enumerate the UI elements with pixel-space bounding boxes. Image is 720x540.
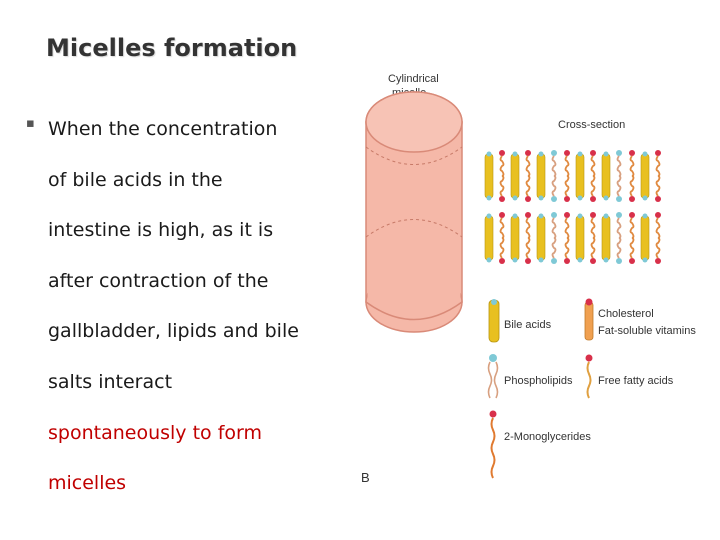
legend-free-fatty-acid-icon bbox=[585, 354, 593, 399]
bullet-icon: ▪ bbox=[26, 116, 35, 131]
legend-cholesterol: Cholesterol bbox=[598, 308, 654, 320]
cylinder-label-line1: Cylindrical bbox=[388, 73, 439, 85]
bilayer-molecule bbox=[484, 213, 494, 263]
bilayer-molecule bbox=[575, 213, 585, 263]
legend-bile-acid-icon bbox=[488, 299, 500, 343]
legend-phospholipids: Phospholipids bbox=[504, 375, 573, 387]
body-line: gallbladder, lipids and bile bbox=[48, 320, 299, 343]
bilayer-molecule bbox=[629, 212, 635, 264]
micelle-figure: Cylindrical micelle Cross-section bbox=[358, 62, 696, 492]
bilayer-molecule bbox=[536, 151, 546, 201]
bilayer-molecule bbox=[525, 212, 531, 264]
legend-monoglycerides: 2-Monoglycerides bbox=[504, 431, 591, 443]
bilayer-molecule bbox=[640, 151, 650, 201]
legend: Bile acids Cholesterol Fat-soluble vitam… bbox=[487, 298, 696, 479]
bilayer-molecule bbox=[525, 150, 531, 202]
bilayer-molecule bbox=[640, 213, 650, 263]
body-text: When the concentration of bile acids in … bbox=[48, 104, 358, 509]
bilayer-molecule bbox=[499, 212, 505, 264]
legend-fat-soluble-vitamins: Fat-soluble vitamins bbox=[598, 325, 696, 337]
legend-bile-acids: Bile acids bbox=[504, 319, 552, 331]
bilayer-molecule bbox=[499, 150, 505, 202]
bilayer-molecule bbox=[575, 151, 585, 201]
bilayer-molecule bbox=[629, 150, 635, 202]
micelle-diagram: Cylindrical micelle Cross-section bbox=[361, 73, 696, 485]
body-line: When the concentration bbox=[48, 118, 278, 140]
body-line: salts interact bbox=[48, 370, 173, 393]
bilayer-molecule bbox=[655, 150, 661, 202]
bilayer-molecule bbox=[551, 212, 557, 264]
cross-section-bilayer bbox=[484, 150, 661, 264]
cylinder-base-curve bbox=[365, 301, 463, 321]
bilayer-molecule bbox=[616, 150, 622, 202]
bilayer-molecule bbox=[601, 213, 611, 263]
bilayer-molecule bbox=[564, 150, 570, 202]
legend-free-fatty-acids: Free fatty acids bbox=[598, 375, 674, 387]
bilayer-molecule bbox=[655, 212, 661, 264]
body-line: intestine is high, as it is bbox=[48, 219, 274, 242]
bilayer-molecule bbox=[616, 212, 622, 264]
bilayer-molecule bbox=[590, 150, 596, 202]
body-line: of bile acids in the bbox=[48, 168, 223, 191]
bilayer-molecule bbox=[536, 213, 546, 263]
bilayer-molecule bbox=[564, 212, 570, 264]
cross-section-line-lower bbox=[365, 219, 463, 238]
panel-letter: B bbox=[361, 470, 370, 485]
cross-section-label: Cross-section bbox=[558, 119, 625, 131]
bilayer-molecule bbox=[590, 212, 596, 264]
cylinder-top-face bbox=[365, 91, 463, 153]
cylindrical-micelle bbox=[365, 91, 463, 333]
legend-cholesterol-icon bbox=[584, 298, 594, 341]
body-line-emphasis: spontaneously to form bbox=[48, 421, 262, 444]
bilayer-molecule bbox=[510, 151, 520, 201]
cross-section-line-upper bbox=[365, 146, 463, 165]
bilayer-molecule bbox=[484, 151, 494, 201]
bilayer-molecule bbox=[510, 213, 520, 263]
legend-phospholipid-icon bbox=[487, 354, 499, 399]
body-line-emphasis: micelles bbox=[48, 472, 127, 495]
slide-title: Micelles formation bbox=[46, 34, 298, 62]
bilayer-molecule bbox=[551, 150, 557, 202]
body-line: after contraction of the bbox=[48, 269, 269, 292]
bilayer-molecule bbox=[601, 151, 611, 201]
legend-monoglyceride-icon bbox=[489, 410, 497, 479]
